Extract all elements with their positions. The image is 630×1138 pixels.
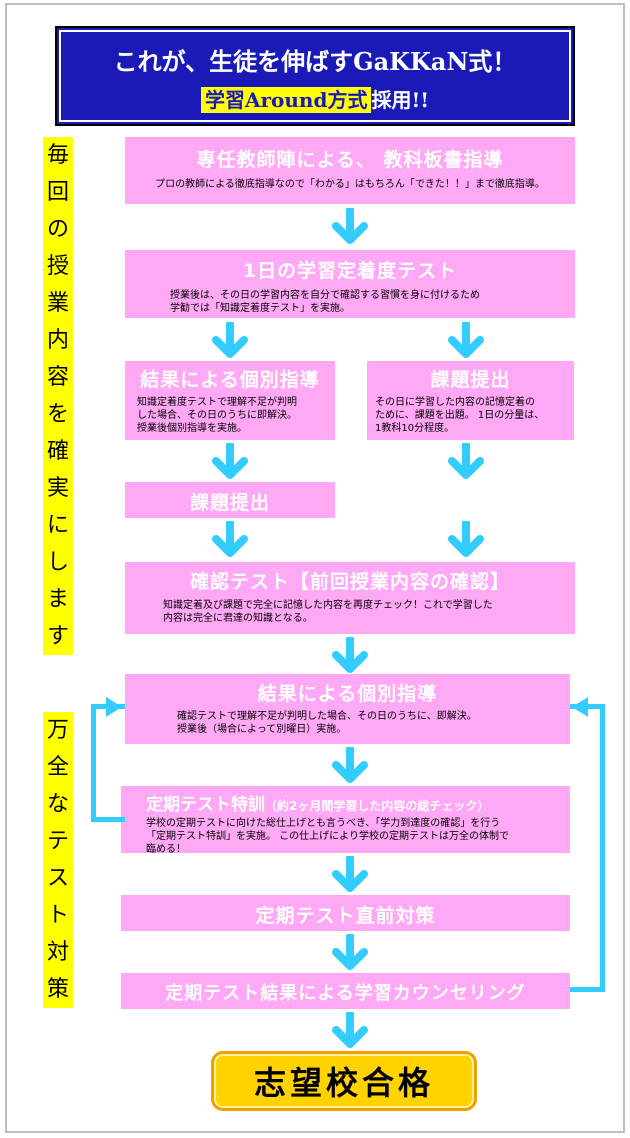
right-loop-connector	[570, 704, 605, 992]
side-label-char: 対	[46, 940, 69, 965]
down-arrow-icon	[212, 521, 248, 557]
side-label-char: な	[46, 792, 69, 817]
side-label-char: 容	[46, 365, 69, 390]
side-label-char: 回	[46, 180, 69, 205]
step-title: 確認テスト【前回授業内容の確認】	[189, 571, 510, 593]
step-individual-guidance: 結果による個別指導 確認テストで理解不足が判明した場合、その日のうちに、即解決。…	[125, 674, 570, 744]
step-desc: プロの教師による徹底指導なので「わかる」はもちろん「できた！！」まで徹底指導。	[155, 179, 545, 190]
header-banner: これが、生徒を伸ばすGaKKaN式！ 学習Around方式採用!!	[55, 26, 575, 126]
down-arrow-icon	[212, 322, 248, 358]
down-arrow-icon	[332, 208, 368, 244]
side-label-char: ス	[46, 866, 69, 891]
side-label-char: 実	[46, 476, 69, 501]
step-title: 結果による個別指導	[257, 683, 438, 705]
step-desc: 確認テストで理解不足が判明した場合、その日のうちに、即解決。 授業後（場合によっ…	[177, 711, 477, 735]
step-title-sub: （約2ヶ月間学習した内容の総チェック）	[265, 799, 490, 813]
step-desc: その日に学習した内容の記憶定着の ために、課題を出題。 1日の分量は、 1教科1…	[375, 397, 545, 434]
side-label-char: 毎	[46, 143, 69, 168]
header-subtitle-rest: 採用!!	[371, 88, 430, 112]
step-regular-test-training: 定期テスト特訓（約2ヶ月間学習した内容の総チェック） 学校の定期テストに向けた総…	[121, 786, 570, 855]
step-teacher-instruction: 専任教師陣による、 教科板書指導 プロの教師による徹底指導なので「わかる」はもち…	[125, 137, 575, 204]
down-arrow-icon	[332, 637, 368, 673]
step-title: 定期テスト結果による学習カウンセリング	[165, 983, 526, 1004]
step-title: 1日の学習定着度テスト	[242, 260, 458, 282]
side-label-test: 万全なテスト対策	[43, 712, 73, 1008]
side-label-char: テ	[46, 829, 69, 854]
step-title: 定期テスト特訓	[146, 795, 265, 815]
step-pre-test-prep: 定期テスト直前対策	[121, 895, 570, 931]
step-title: 課題提出	[189, 492, 270, 514]
side-label-char: 全	[46, 755, 69, 780]
side-label-char: ま	[46, 587, 69, 612]
step-desc: 学校の定期テストに向けた総仕上げとも言うべき、「学力到達度の確認」を行う 「定期…	[146, 818, 509, 855]
right-loop-arrowhead-icon	[572, 697, 588, 717]
side-label-char: 業	[46, 291, 69, 316]
side-label-daily: 毎回の授業内容を確実にします	[43, 137, 73, 655]
side-label-char: に	[46, 513, 69, 538]
step-title: 定期テスト直前対策	[255, 905, 436, 927]
side-label-char: の	[46, 217, 69, 242]
side-label-char: 確	[46, 439, 69, 464]
down-arrow-icon	[448, 521, 484, 557]
side-label-char: し	[46, 550, 69, 575]
step-desc: 知識定着度テストで理解不足が判明 した場合、その日のうちに即解決。 授業後個別指…	[137, 397, 297, 434]
header-title: これが、生徒を伸ばすGaKKaN式！	[113, 47, 517, 76]
down-arrow-icon	[212, 443, 248, 479]
goal-label: 志望校合格	[253, 1064, 434, 1102]
step-title: 結果による個別指導	[140, 369, 320, 391]
side-label-char: 授	[46, 254, 69, 279]
step-desc: 知識定着及び課題で完全に記憶した内容を再度チェック！これで学習した 内容は完全に…	[163, 600, 493, 624]
down-arrow-icon	[332, 1012, 368, 1048]
side-label-char: ト	[46, 903, 69, 928]
step-daily-test: 1日の学習定着度テスト 授業後は、その日の学習内容を自分で確認する習慣を身に付け…	[125, 250, 575, 318]
goal-badge: 志望校合格	[211, 1051, 477, 1111]
side-label-char: す	[46, 624, 69, 649]
down-arrow-icon	[448, 322, 484, 358]
header-subtitle: 学習Around方式採用!!	[57, 84, 573, 113]
step-assignment-left: 課題提出	[125, 482, 335, 518]
down-arrow-icon	[332, 747, 368, 783]
step-title: 課題提出	[430, 369, 511, 391]
step-individual-guidance-left: 結果による個別指導 知識定着度テストで理解不足が判明 した場合、その日のうちに即…	[125, 361, 335, 440]
step-title: 専任教師陣による、 教科板書指導	[196, 149, 504, 171]
header-subtitle-highlight: 学習Around方式	[200, 87, 372, 113]
step-confirmation-test: 確認テスト【前回授業内容の確認】 知識定着及び課題で完全に記憶した内容を再度チェ…	[125, 562, 575, 634]
side-label-char: 内	[46, 328, 69, 353]
left-loop-connector	[91, 704, 125, 822]
side-label-char: 万	[46, 718, 69, 743]
down-arrow-icon	[332, 934, 368, 970]
step-counseling: 定期テスト結果による学習カウンセリング	[121, 973, 570, 1009]
step-desc: 授業後は、その日の学習内容を自分で確認する習慣を身に付けるため 学勧では「知識定…	[170, 290, 480, 314]
left-loop-arrowhead-icon	[106, 697, 122, 717]
step-assignment-right: 課題提出 その日に学習した内容の記憶定着の ために、課題を出題。 1日の分量は、…	[367, 361, 574, 440]
down-arrow-icon	[448, 443, 484, 479]
down-arrow-icon	[332, 856, 368, 892]
side-label-char: 策	[46, 977, 69, 1002]
side-label-char: を	[46, 402, 69, 427]
